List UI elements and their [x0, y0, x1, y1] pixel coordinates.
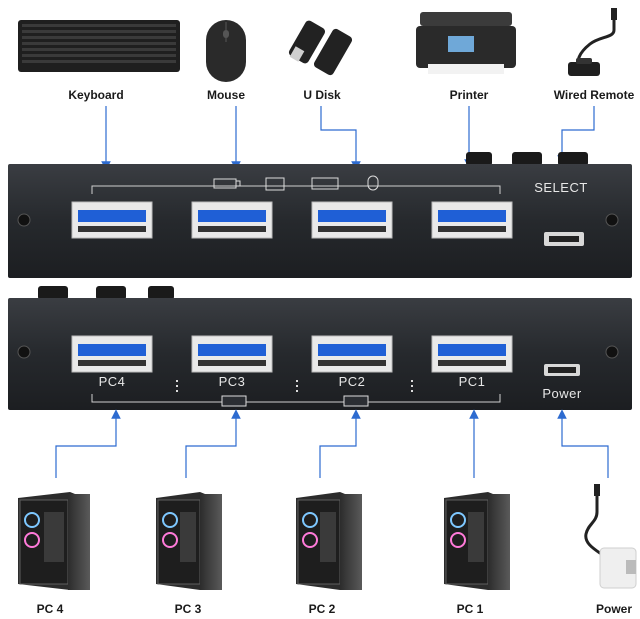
wired-remote-label: Wired Remote: [553, 88, 635, 102]
pc1-tower: [444, 492, 510, 590]
bottom-usb-port-pc2: [311, 335, 393, 373]
bottom-connector-lines: [55, 409, 609, 478]
keyboard-image: [18, 20, 180, 72]
port-label-pc1: PC1: [458, 374, 486, 389]
keyboard-label: Keyboard: [68, 88, 124, 102]
port-label-pc3: PC3: [218, 374, 246, 389]
printer-label: Printer: [449, 88, 489, 102]
mouse-image: [206, 20, 246, 82]
top-usb-port-1: [71, 201, 153, 239]
pc4-tower: [18, 492, 90, 590]
top-panel-icons: [213, 175, 379, 191]
printer-image: [416, 12, 516, 74]
select-label: SELECT: [534, 180, 588, 195]
port-label-pc4: PC4: [98, 374, 126, 389]
power-port: [544, 364, 580, 376]
bottom-usb-port-pc1: [431, 335, 513, 373]
pc3-tower: [156, 492, 222, 590]
remote-port: [544, 232, 584, 246]
top-usb-port-4: [431, 201, 513, 239]
pc4-label: PC 4: [36, 602, 64, 616]
pc3-label: PC 3: [174, 602, 202, 616]
power-adapter-image: [584, 484, 637, 589]
bottom-usb-port-pc4: [71, 335, 153, 373]
port-label-pc2: PC2: [338, 374, 366, 389]
top-usb-port-2: [191, 201, 273, 239]
udisk-image: [288, 20, 353, 76]
wired-remote-image: [568, 8, 617, 76]
pc2-tower: [296, 492, 362, 590]
power-label: Power: [595, 602, 632, 616]
mouse-label: Mouse: [206, 88, 245, 102]
top-connector-lines: [101, 106, 595, 171]
pc1-label: PC 1: [456, 602, 484, 616]
pc2-label: PC 2: [308, 602, 336, 616]
top-usb-port-3: [311, 201, 393, 239]
power-port-label: Power: [542, 386, 582, 401]
udisk-label: U Disk: [303, 88, 341, 102]
bottom-usb-port-pc3: [191, 335, 273, 373]
